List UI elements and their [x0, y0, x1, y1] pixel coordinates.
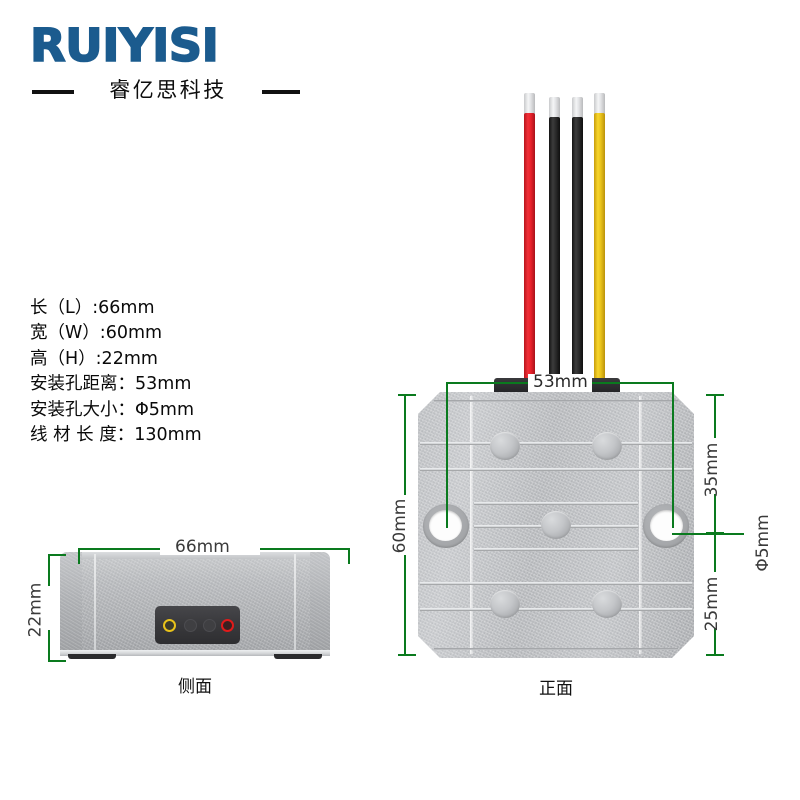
- dim-60-tick-top: [398, 394, 416, 396]
- dim-22-tick-bottom: [48, 660, 66, 662]
- ridge-top-edge: [434, 400, 678, 402]
- dim-35-gap: [708, 438, 720, 494]
- wire-black-1-tip: [549, 97, 560, 122]
- side-seam-right: [294, 554, 296, 656]
- ridge-7: [420, 608, 692, 611]
- wire-black-2: [572, 117, 583, 385]
- side-foot-left: [68, 654, 116, 659]
- front-view-caption: 正面: [539, 679, 573, 699]
- side-port-yellow: [163, 619, 176, 632]
- side-port-red: [221, 619, 234, 632]
- dim-35-label: 35mm: [702, 442, 722, 498]
- side-top-bevel: [82, 552, 310, 559]
- dim-53-gap: [528, 374, 592, 392]
- brand-chinese-name: 睿亿思科技: [109, 78, 227, 102]
- wire-yellow: [594, 113, 605, 385]
- spec-item-height: 高（H）:22mm: [30, 348, 158, 369]
- wire-harness: [524, 93, 605, 385]
- boss-bottom-right: [592, 590, 622, 618]
- ridge-2: [420, 468, 692, 471]
- ridge-1: [420, 442, 692, 445]
- boss-top-right: [592, 432, 622, 460]
- brand-logo: RUIYISI 睿亿思科技: [29, 21, 300, 103]
- dim-25-label: 25mm: [702, 576, 722, 632]
- dim-35-tick-top: [706, 394, 724, 396]
- spec-item-hole-spacing: 安装孔距离：53mm: [30, 374, 192, 395]
- dim-60-label: 60mm: [390, 498, 410, 554]
- dim-53-ext-left: [446, 382, 448, 528]
- spec-item-width: 宽（W）:60mm: [30, 323, 163, 344]
- side-port-black-1: [184, 619, 197, 632]
- ridge-6: [420, 582, 692, 585]
- dim-66-gap: [160, 543, 260, 555]
- logo-rule-right: [262, 90, 300, 94]
- dim-66-label: 66mm: [175, 537, 230, 557]
- ridge-3: [474, 502, 638, 505]
- spec-item-length: 长（L）:66mm: [30, 298, 155, 318]
- dim-22-gap: [42, 586, 54, 630]
- dim-25-tick-bottom: [706, 654, 724, 656]
- dim-60-gap: [398, 495, 410, 555]
- dim-60-tick-bottom: [398, 654, 416, 656]
- dim-22-tick-top: [48, 554, 66, 556]
- spec-item-wire-length: 线 材 长 度：130mm: [30, 425, 202, 446]
- brand-subtitle-row: 睿亿思科技: [30, 77, 300, 103]
- boss-bottom-left: [490, 590, 520, 618]
- ridge-5: [474, 548, 638, 551]
- side-connector-grommet: [155, 606, 240, 644]
- dim-53-label: 53mm: [533, 372, 588, 392]
- logo-rule-left: [32, 90, 74, 94]
- dim-22-label: 22mm: [25, 582, 46, 638]
- side-view: 66mm 22mm 侧面: [25, 537, 350, 697]
- dim-25-gap: [708, 572, 720, 628]
- mounting-hole-right: [650, 510, 683, 541]
- wire-black-1: [549, 117, 560, 385]
- dim-hole-leader: [672, 533, 776, 535]
- front-seam-right: [639, 396, 642, 654]
- mounting-hole-left: [429, 510, 462, 541]
- wire-red: [524, 113, 535, 385]
- spec-item-hole-size: 安装孔大小：Φ5mm: [30, 399, 195, 420]
- wire-yellow-tip: [594, 93, 605, 118]
- dim-53-ext-right: [672, 382, 674, 528]
- dim-hole-diameter-label: Φ5mm: [753, 514, 773, 572]
- dim-66-tick-right: [348, 548, 350, 564]
- ridge-bottom-edge: [434, 648, 678, 650]
- boss-center: [541, 511, 571, 539]
- front-view: 正面: [418, 378, 694, 699]
- side-seam-left: [94, 554, 96, 656]
- dim-66-tick-left: [78, 548, 80, 564]
- side-base-strip: [60, 650, 330, 656]
- side-port-black-2: [203, 619, 216, 632]
- boss-top-left: [490, 432, 520, 460]
- brand-wordmark: RUIYISI: [29, 19, 220, 72]
- specification-list: 长（L）:66mm 宽（W）:60mm 高（H）:22mm 安装孔距离：53mm…: [30, 296, 290, 448]
- side-foot-right: [274, 654, 322, 659]
- front-seam-left: [470, 396, 473, 654]
- side-view-caption: 侧面: [178, 677, 212, 697]
- wire-black-2-tip: [572, 97, 583, 122]
- dim-hole-gap: [744, 500, 778, 570]
- wire-red-tip: [524, 93, 535, 118]
